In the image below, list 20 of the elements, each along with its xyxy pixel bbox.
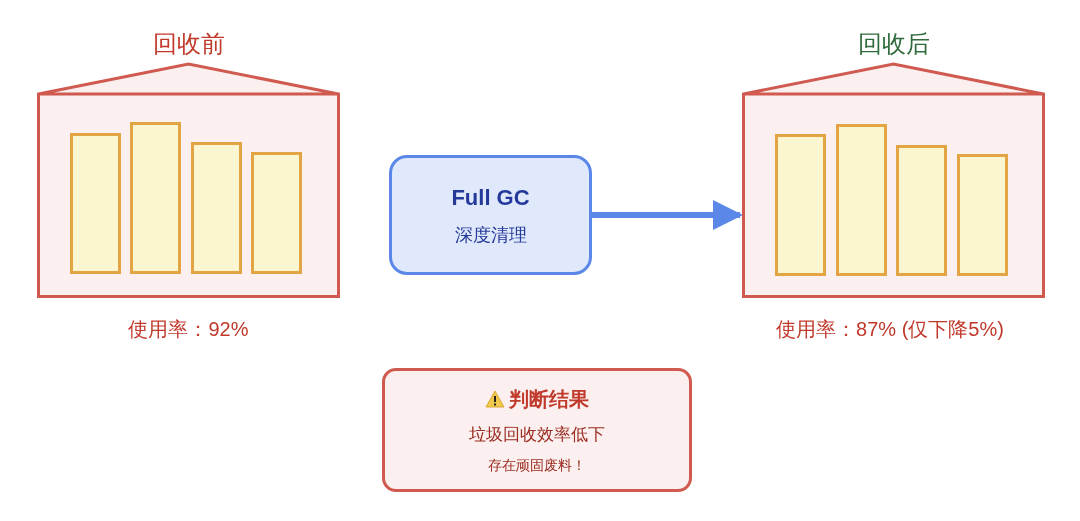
storage-bar (70, 133, 121, 274)
heading: 回收前 (151, 29, 226, 59)
usage-caption: 使用率：87% (仅下降5%) (775, 317, 1005, 342)
result-box (382, 368, 692, 492)
result-heading: 判断结果 (509, 386, 589, 412)
usage-caption: 使用率：92% (127, 317, 250, 342)
storage-bar (130, 122, 181, 274)
process-box (389, 155, 592, 275)
box-title: Full GC (451, 184, 530, 212)
result-note: 存在顽固废料！ (488, 456, 586, 476)
storage-bar (836, 124, 887, 276)
box-subtitle: 深度清理 (454, 224, 527, 247)
heading: 回收后 (856, 29, 931, 59)
result-text: 垃圾回收效率低下 (469, 423, 605, 446)
storage-bar (775, 134, 826, 276)
storage-bar (251, 152, 302, 274)
storage-bar (957, 154, 1008, 276)
storage-bar (896, 145, 947, 276)
arrow (592, 200, 743, 230)
storage-bar (191, 142, 242, 274)
